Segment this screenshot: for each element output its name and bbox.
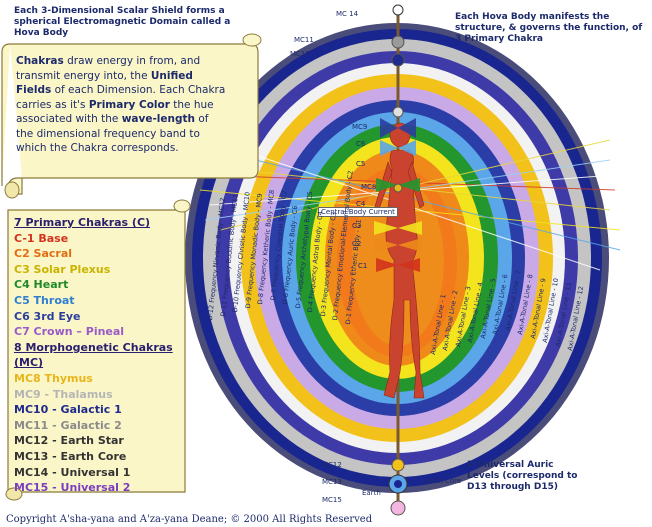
scroll-curl-bottom bbox=[4, 181, 20, 199]
morphogenetic-chakra-item: MC15 - Universal 2 bbox=[14, 481, 131, 495]
scroll-curl-top bbox=[242, 33, 262, 47]
earth-label: Earth bbox=[362, 489, 381, 497]
mc11-label: MC11 bbox=[294, 36, 314, 44]
morphogenetic-chakra-item: MC14 - Universal 1 bbox=[14, 465, 131, 479]
primary-chakra-item: C3 Solar Plexus bbox=[14, 262, 111, 276]
mc10-marker bbox=[391, 53, 405, 67]
primary-chakra-item: C6 3rd Eye bbox=[14, 309, 81, 323]
chakra-text-2: of each Dimension. Each Chakra carries a… bbox=[16, 84, 226, 111]
legend-scroll bbox=[7, 209, 186, 493]
chakra-term: Chakras bbox=[16, 55, 64, 67]
c3-label: C3 bbox=[352, 222, 362, 230]
mc14-label: MC 14 bbox=[336, 10, 359, 18]
mc8-label: MC8 bbox=[361, 183, 377, 191]
mc9-marker bbox=[392, 106, 404, 118]
primary-chakra-item: C-1 Base bbox=[14, 231, 69, 245]
primary-chakra-item: C7 Crown – Pineal bbox=[14, 325, 125, 339]
morphogenetic-chakra-item: MC10 - Galactic 1 bbox=[14, 403, 122, 417]
morphogenetic-heading: 8 Morphogenetic Chakras (MC) bbox=[14, 340, 173, 370]
primary-chakra-item: C5 Throat bbox=[14, 293, 75, 307]
morphogenetic-chakra-item: MC12 - Earth Star bbox=[14, 434, 124, 448]
earth-core-marker bbox=[394, 480, 402, 488]
chakra-text-3: the hue associated with the bbox=[16, 98, 214, 126]
c6-label: C6 bbox=[356, 140, 366, 148]
morphogenetic-chakra-item: MC8 Thymus bbox=[14, 371, 93, 385]
mc10-label: MC10 bbox=[290, 50, 310, 58]
legend-curl-top bbox=[173, 199, 191, 213]
wave-length-term: wave-length bbox=[121, 113, 196, 125]
chakra-description: Chakras draw energy in from, and transmi… bbox=[16, 54, 226, 156]
chakra-text-4: of the dimensional frequency band to whi… bbox=[16, 113, 209, 154]
primary-chakra-item: C4 Heart bbox=[14, 278, 69, 292]
primary-chakras-heading: 7 Primary Chakras (C) bbox=[14, 216, 151, 229]
chakra-cones bbox=[374, 118, 422, 272]
mc15-marker bbox=[390, 500, 406, 516]
mc12-marker bbox=[391, 458, 405, 472]
mc13-label: MC13 bbox=[322, 478, 342, 486]
mc9-label: MC9 bbox=[352, 123, 368, 131]
shield-caption: Each 3-Dimensional Scalar Shield forms a… bbox=[14, 6, 231, 38]
mc8-marker bbox=[393, 183, 403, 193]
chakra-text-1: draw energy in from, and transmit energy… bbox=[16, 55, 201, 82]
mc14-marker bbox=[392, 4, 404, 16]
c4-label: C4 bbox=[356, 200, 366, 208]
morphogenetic-chakra-item: MC13 - Earth Core bbox=[14, 449, 127, 463]
morphogenetic-chakra-item: MC9 - Thalamus bbox=[14, 387, 113, 401]
mc12-label: MC12 bbox=[322, 461, 342, 469]
hova-body-caption: Each Hova Body manifests the structure, … bbox=[455, 12, 643, 44]
morphogenetic-chakra-item: MC11 - Galactic 2 bbox=[14, 418, 122, 432]
c1-label: C1 bbox=[358, 262, 368, 270]
mc15-label: MC15 bbox=[322, 496, 342, 504]
primary-color-term: Primary Color bbox=[88, 98, 170, 111]
auric-levels-caption: 3 Universal Auric Levels (correspond to … bbox=[467, 460, 578, 492]
legend-curl-bottom bbox=[5, 487, 23, 501]
c5-label: C5 bbox=[356, 160, 366, 168]
central-body-current-label: Central Body Current bbox=[318, 207, 398, 217]
copyright-notice: Copyright A'sha-yana and A'za-yana Deane… bbox=[6, 514, 373, 525]
earth-core-label: Earth Core bbox=[424, 477, 462, 485]
mc11-marker bbox=[391, 35, 405, 49]
unified-fields-term: Unified Fields bbox=[16, 69, 193, 97]
primary-chakra-item: C2 Sacral bbox=[14, 247, 73, 261]
c2-label: C2 bbox=[352, 240, 362, 248]
